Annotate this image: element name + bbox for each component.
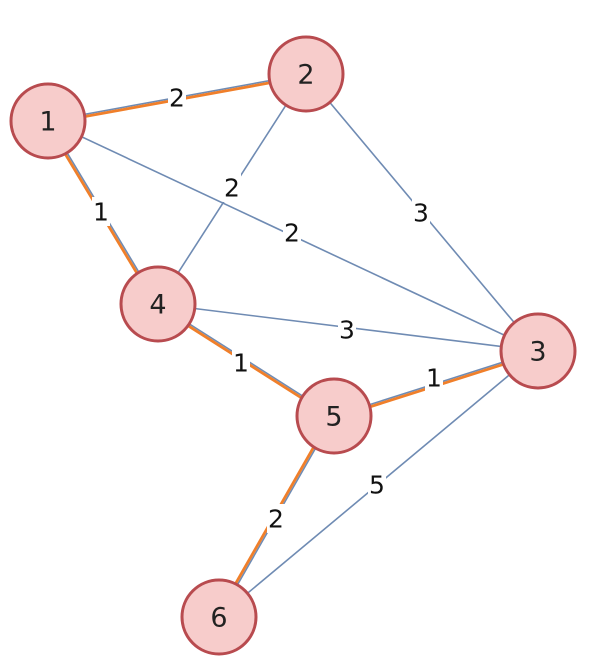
edge-5-6-weight-bg	[267, 504, 285, 533]
edge-2-4-weight-bg	[223, 173, 241, 202]
edge-1-3-weight: 2	[284, 219, 300, 248]
edge-5-3-weight: 1	[426, 364, 442, 393]
node-3-label: 3	[529, 337, 546, 368]
node-2: 2	[267, 35, 345, 113]
edge-6-3-weight: 5	[369, 471, 385, 500]
edge-weights-layer: 2 1 2 2 3 3 1 1 2 5	[92, 83, 443, 534]
edge-1-4-weight: 1	[93, 198, 109, 227]
node-5-circle	[295, 377, 373, 455]
node-6: 6	[180, 578, 258, 656]
node-3-circle	[499, 312, 577, 390]
node-6-circle	[180, 578, 258, 656]
node-1: 1	[9, 82, 87, 160]
edge-1-2-weight-bg	[168, 83, 186, 112]
edge-4-3-weight-bg	[338, 315, 356, 344]
edge-1-2-weight: 2	[169, 84, 185, 113]
node-4: 4	[119, 265, 197, 343]
node-4-circle	[119, 265, 197, 343]
edge-2-3-weight-bg	[412, 198, 430, 227]
node-6-label: 6	[210, 603, 227, 634]
node-3: 3	[499, 312, 577, 390]
edge-2-3-weight: 3	[413, 199, 429, 228]
edge-1-4-weight-bg	[92, 197, 110, 226]
node-1-label: 1	[39, 107, 56, 138]
node-5-label: 5	[325, 402, 342, 433]
edge-6-3-weight-bg	[368, 470, 386, 499]
nodes-layer: 1 2 3 4 5 6	[9, 35, 577, 656]
edge-4-5-weight: 1	[233, 349, 249, 378]
edge-2-4-weight: 2	[224, 174, 240, 203]
node-1-circle	[9, 82, 87, 160]
edge-4-3-weight: 3	[339, 316, 355, 345]
node-2-label: 2	[297, 60, 314, 91]
edge-1-3-weight-bg	[283, 218, 301, 247]
edge-5-3-weight-bg	[425, 363, 443, 392]
node-4-label: 4	[149, 290, 166, 321]
node-2-circle	[267, 35, 345, 113]
edge-5-6-weight: 2	[268, 505, 284, 534]
node-5: 5	[295, 377, 373, 455]
edge-4-5-weight-bg	[232, 348, 250, 377]
edges-layer	[44, 73, 541, 618]
